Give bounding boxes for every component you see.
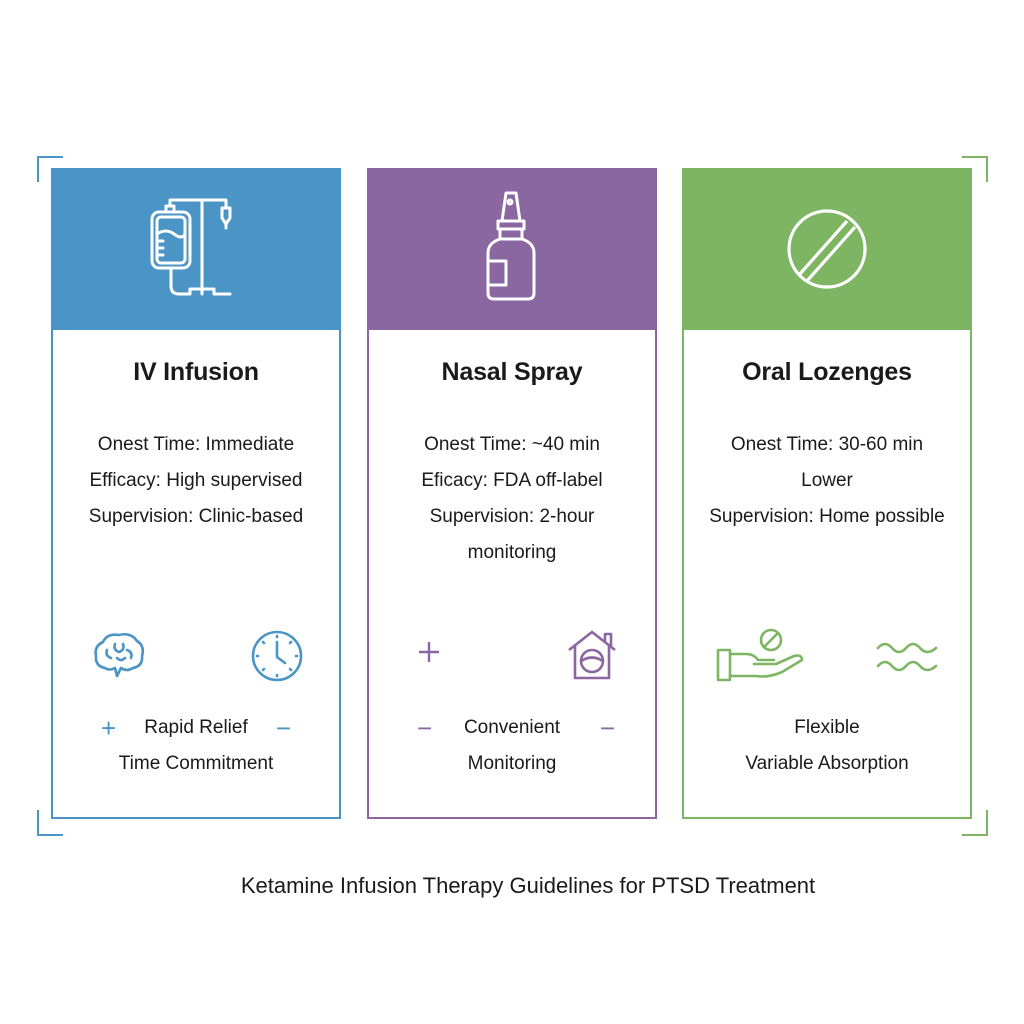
detail-efficacy: Efficacy: High supervised (89, 470, 303, 491)
con-minus-icon: − (275, 713, 291, 743)
hand-pill-icon (716, 628, 804, 682)
detail-supervision: Supervision: Home possible (709, 506, 945, 527)
card-header (367, 168, 657, 330)
detail-supervision: Supervision: Clinic-based (88, 506, 304, 527)
brain-icon (94, 632, 145, 678)
detail-efficacy: Lower (801, 470, 853, 491)
card-details: Onest Time: ~40 min Eficacy: FDA off-lab… (369, 427, 655, 571)
detail-efficacy: Eficacy: FDA off-label (421, 470, 603, 491)
card-header (51, 168, 341, 330)
corner-bracket-bottom-right (962, 810, 988, 836)
caption: Ketamine Infusion Therapy Guidelines for… (240, 873, 816, 898)
waves-icon (876, 642, 938, 672)
detail-onset: Onest Time: 30-60 min (730, 434, 924, 455)
pro-plus-icon: + (101, 713, 117, 743)
pro-label: Flexible (794, 717, 860, 738)
home-monitor-icon (568, 630, 616, 680)
pro-label: Convenient (463, 717, 561, 738)
con-label: Variable Absorption (745, 753, 909, 774)
clock-icon (251, 630, 303, 682)
card-nasal-spray: Nasal Spray Onest Time: ~40 min Eficacy:… (367, 168, 657, 819)
pros-cons: Flexible Variable Absorption (684, 710, 970, 782)
detail-onset: Onest Time: Immediate (97, 434, 295, 455)
pill-icon (787, 209, 867, 289)
pros-cons: − Convenient − Monitoring (369, 710, 655, 782)
card-details: Onest Time: Immediate Efficacy: High sup… (53, 427, 339, 535)
icons-row (684, 628, 970, 688)
nasal-spray-bottle-icon (486, 191, 536, 301)
con-minus-icon: − (599, 713, 615, 743)
plus-icon (419, 642, 439, 662)
icons-row (53, 628, 339, 688)
con-label: Monitoring (467, 753, 557, 774)
card-title: Nasal Spray (441, 358, 583, 386)
corner-bracket-top-right (962, 156, 988, 182)
pros-cons: + Rapid Relief − Time Commitment (53, 710, 339, 782)
detail-supervision-cont: monitoring (467, 542, 557, 563)
card-title: Oral Lozenges (742, 358, 912, 386)
corner-bracket-bottom-left (37, 810, 63, 836)
pro-label: Rapid Relief (144, 717, 248, 738)
card-header (682, 168, 972, 330)
card-details: Onest Time: 30-60 min Lower Supervision:… (684, 427, 970, 535)
detail-supervision: Supervision: 2-hour (429, 506, 595, 527)
icons-row (369, 628, 655, 688)
card-iv-infusion: IV Infusion Onest Time: Immediate Effica… (51, 168, 341, 819)
iv-drip-icon (150, 198, 232, 296)
pro-minus-icon: − (417, 713, 433, 743)
card-title: IV Infusion (133, 358, 259, 386)
corner-bracket-top-left (37, 156, 63, 182)
card-oral-lozenges: Oral Lozenges Onest Time: 30-60 min Lowe… (682, 168, 972, 819)
con-label: Time Commitment (118, 753, 274, 774)
detail-onset: Onest Time: ~40 min (424, 434, 600, 455)
